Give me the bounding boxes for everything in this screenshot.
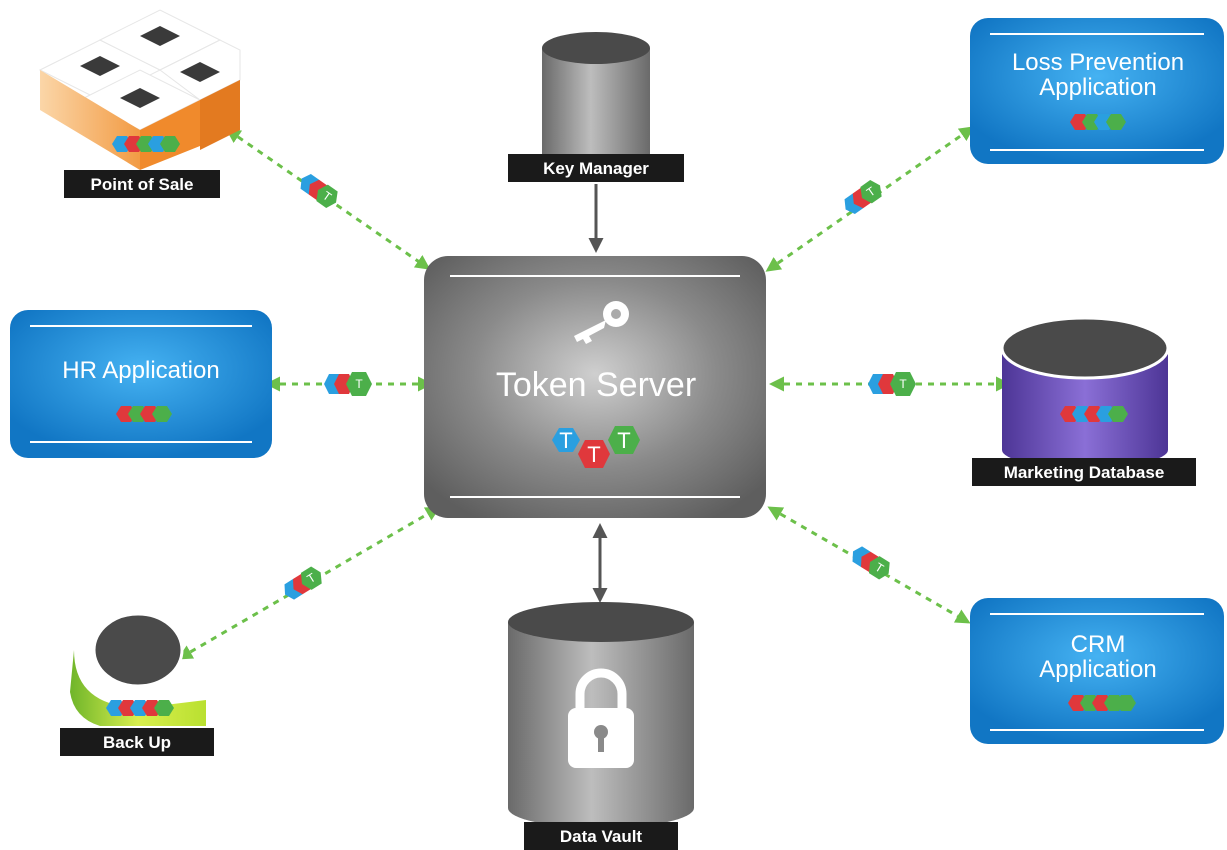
svg-text:T: T [355,377,363,391]
pos-label-bg [64,170,220,198]
token-stack-pos: T [300,174,338,208]
loss-prevention-app[interactable]: Loss Prevention Application [970,18,1224,164]
marketing-top [1000,316,1170,380]
connector-crm [767,506,971,624]
token-letter: T [587,442,600,467]
token-stack-backup: T [284,566,322,600]
loss-prevention-box [970,18,1224,164]
crm-token-strip [1068,695,1136,711]
token-green [608,426,640,454]
token-stack-crm: T [852,546,890,580]
token-stack-hr: T [324,372,372,396]
loss-prevention-token-strip [1070,114,1126,130]
key-manager-top [542,32,650,64]
hr-application-box [10,310,272,458]
backup-label-bg [60,728,214,756]
token-server-box [424,256,766,518]
crm-application[interactable]: CRM Application [970,598,1224,744]
token-blue [552,428,580,452]
svg-text:T: T [899,377,907,391]
hr-application[interactable]: HR Application [10,310,272,458]
crm-title-line2: Application [1039,656,1156,683]
token-stack-loss-prevention: T [844,180,882,214]
token-cluster: T T T [552,426,640,468]
pos-label: Point of Sale [91,175,194,194]
data-vault-label-bg [524,822,678,850]
backup-label: Back Up [103,733,171,752]
hr-application-title: HR Application [62,357,219,384]
marketing-database[interactable]: Marketing Database [972,316,1196,486]
key-manager-label: Key Manager [543,159,649,178]
point-of-sale[interactable]: Point of Sale [38,9,241,198]
crm-box [970,598,1224,744]
key-manager[interactable]: Key Manager [508,32,684,182]
backup-token-strip [106,700,174,716]
token-letter: T [617,428,630,453]
key-manager-label-bg [508,154,684,182]
marketing-label-bg [972,458,1196,486]
marketing-label: Marketing Database [1004,463,1165,482]
marketing-token-strip [1060,406,1128,422]
data-vault-top [508,602,694,642]
key-icon [574,301,629,344]
data-vault[interactable]: Data Vault [508,602,694,850]
token-letter: T [559,428,572,453]
crm-title-line1: CRM [1071,631,1126,658]
token-server-title: Token Server [496,366,696,404]
token-server[interactable]: Token Server T T T [424,256,766,518]
loss-prevention-title-line1: Loss Prevention [1012,49,1184,76]
pos-token-strip [112,136,180,152]
key-manager-cylinder [542,48,650,176]
data-vault-label: Data Vault [560,827,643,846]
gray-arrows [588,184,608,603]
token-red [578,440,610,468]
hr-token-strip [116,406,172,422]
pos-cubes [38,9,241,170]
backup-disk [92,612,184,688]
loss-prevention-title-line2: Application [1039,74,1156,101]
back-up[interactable]: Back Up [60,612,214,756]
lock-icon [568,668,634,768]
token-stack-marketing: T [868,372,916,396]
